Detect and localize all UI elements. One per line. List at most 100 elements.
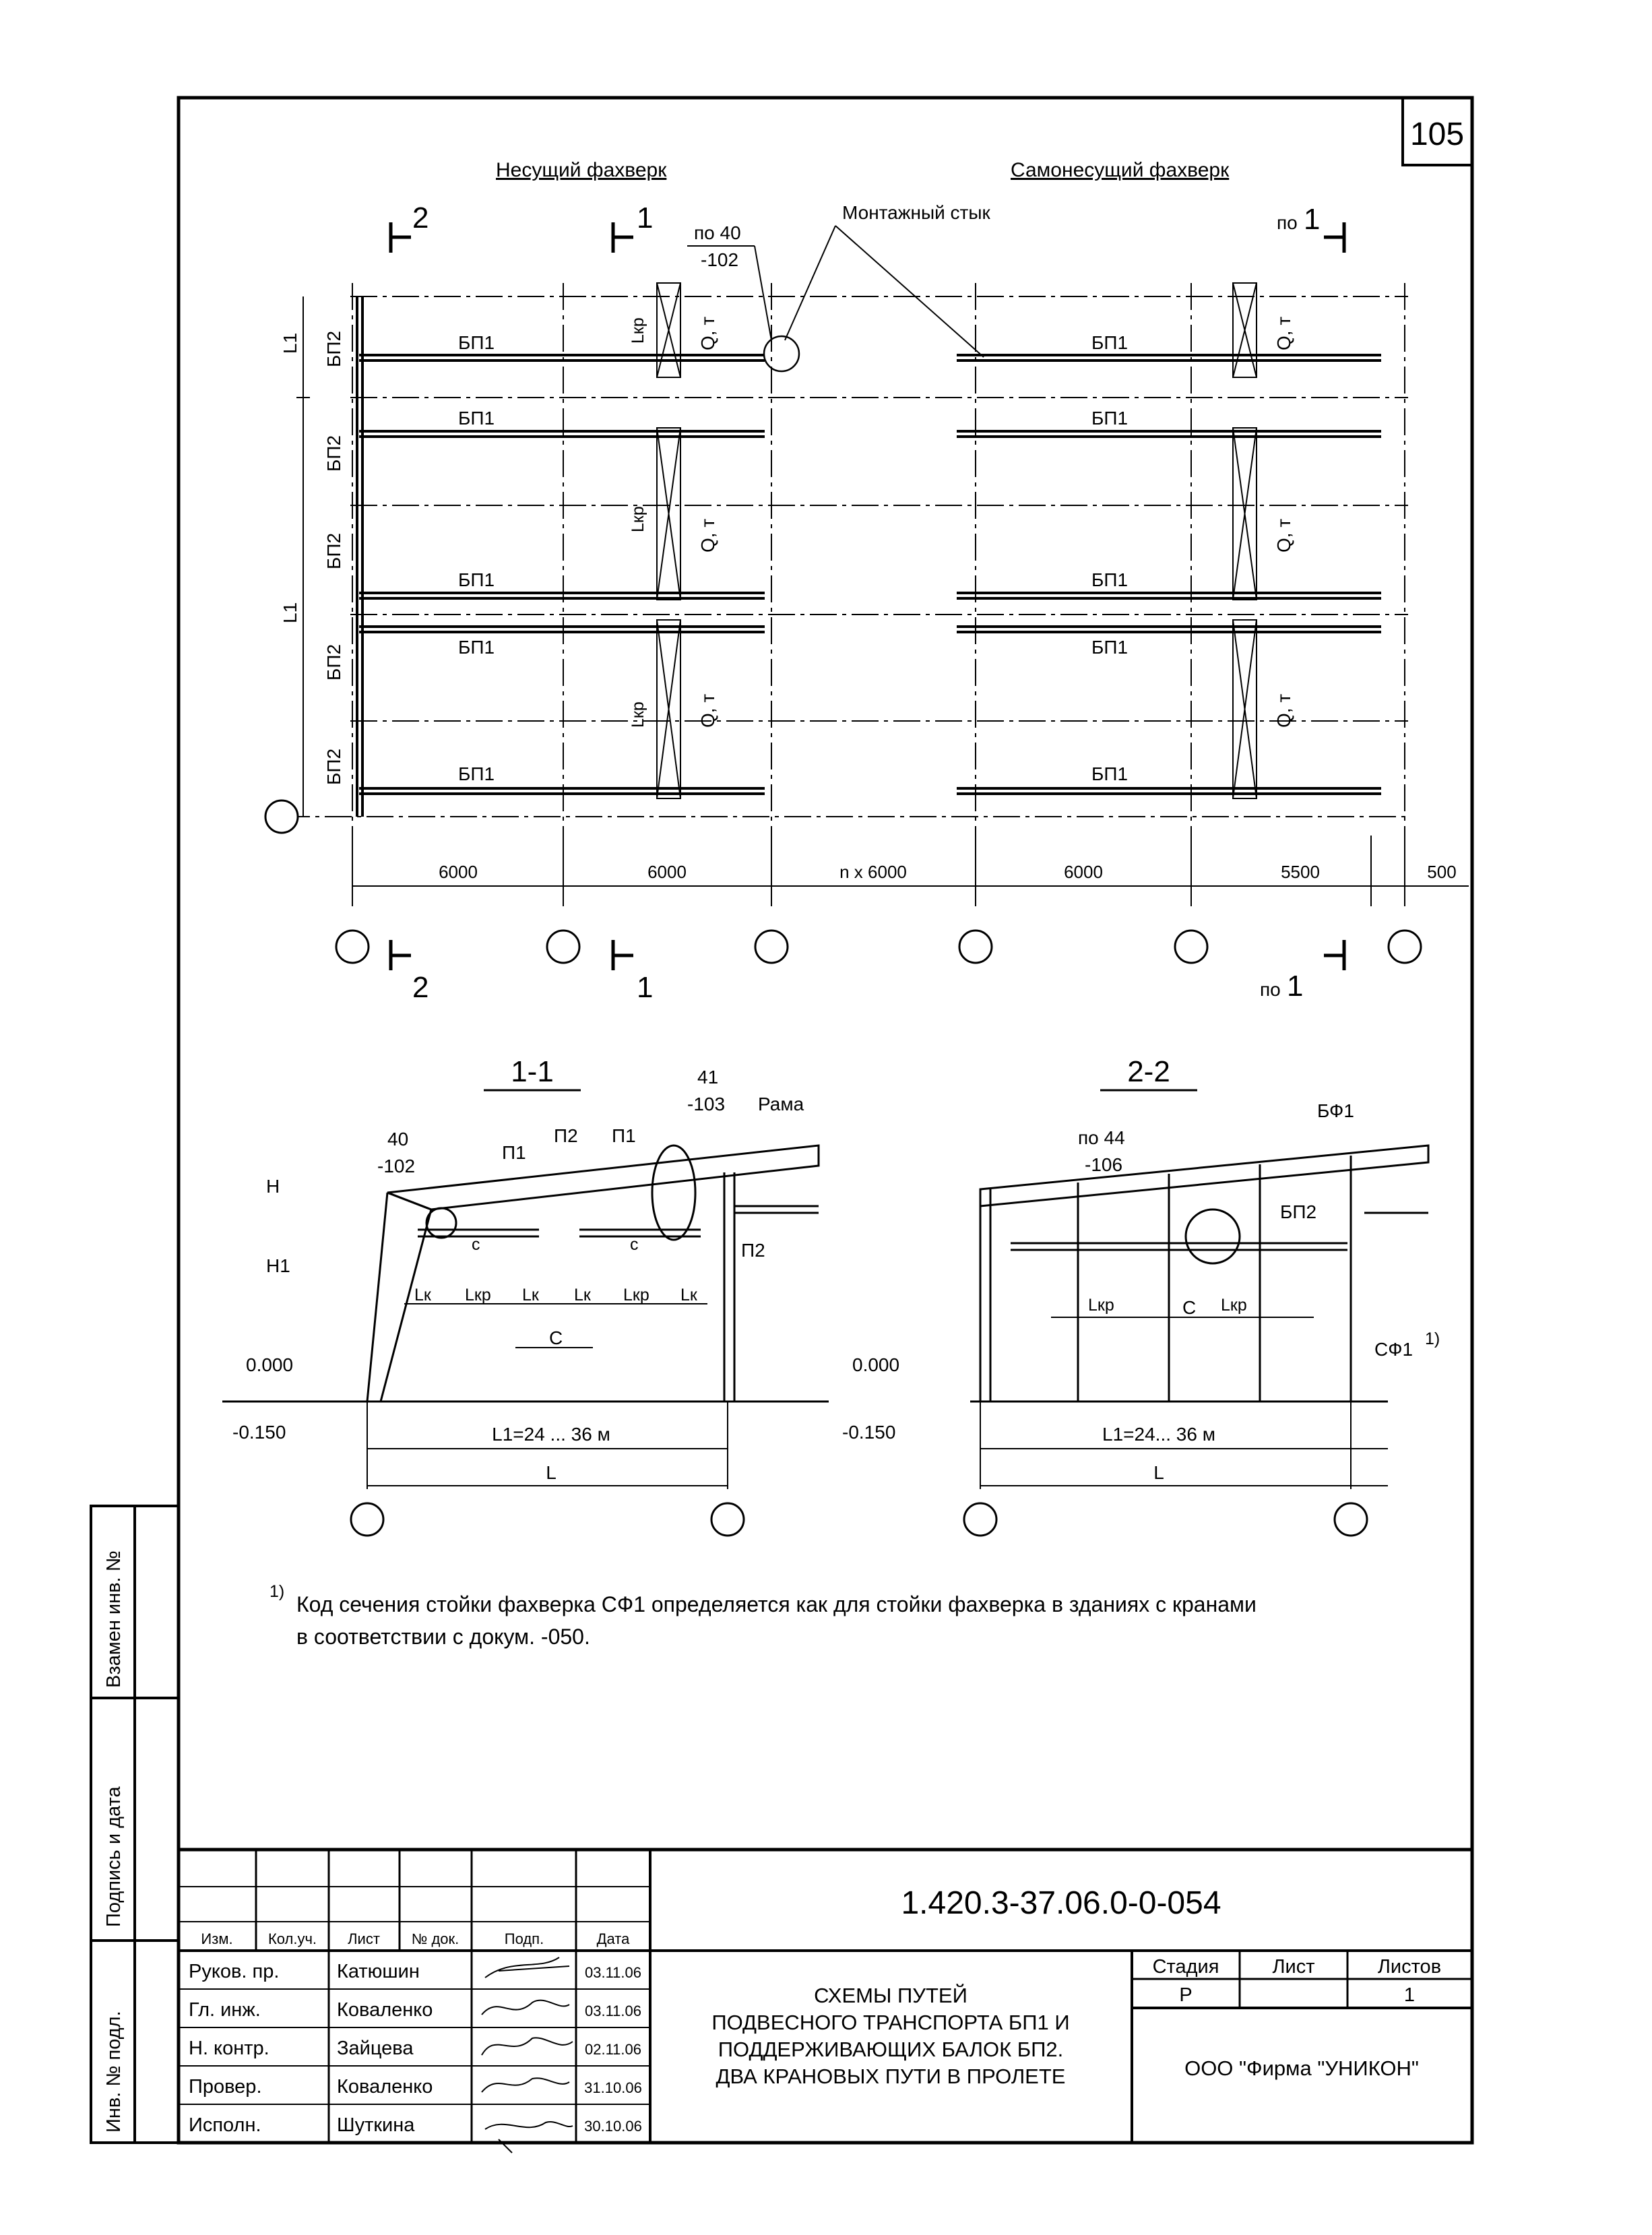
plan-load-label: Q, т: [1273, 317, 1294, 350]
plan-bp1-label: БП1: [458, 408, 495, 429]
sec11-span-l1: L1=24 ... 36 м: [492, 1424, 610, 1445]
plan-bp1-label: БП1: [1091, 569, 1128, 590]
plan-cut-label: 2: [412, 971, 428, 1004]
plan-cut-label: 1: [1304, 203, 1320, 236]
side-label-inv: Инв. № подл.: [103, 2011, 125, 2133]
sec11-callout-a-num: 40: [387, 1129, 408, 1150]
plan-axis-bubbles: [264, 799, 1422, 964]
tb-row-role: Руков. пр.: [189, 1961, 279, 1982]
sec11-lk: Lк: [414, 1286, 432, 1304]
plan-title-right: Самонесущий фахверк: [1011, 159, 1230, 181]
sec11-lk: Lк: [522, 1286, 540, 1304]
callout-top-num: по 40: [694, 222, 741, 243]
plan-span-l1: L1: [280, 333, 300, 354]
sec11-callout-b-ref: -103: [687, 1094, 725, 1114]
tb-header-doc: № док.: [412, 1930, 459, 1947]
plan-lkr-label: Lкр: [629, 506, 647, 532]
sec11-h: H: [266, 1176, 280, 1197]
side-label-podpis: Подпись и дата: [103, 1786, 125, 1927]
tb-row-role: Исполн.: [189, 2114, 261, 2136]
plan-load-label: Q, т: [697, 694, 718, 728]
tb-row-date: 03.11.06: [585, 1964, 641, 1981]
tb-row-name: Коваленко: [337, 1999, 433, 2021]
section-1-1-title: 1-1: [511, 1055, 554, 1088]
plan-axis-lines: [283, 283, 1408, 896]
tb-company: ООО "Фирма "УНИКОН": [1184, 2056, 1419, 2080]
tb-header-kol: Кол.уч.: [268, 1930, 317, 1947]
plan-left-dim: [296, 296, 310, 817]
sec22-lkr: Lкр: [1221, 1296, 1247, 1315]
sec22-callout-ref: -106: [1085, 1154, 1122, 1175]
plan-dim-1: 6000: [439, 862, 478, 882]
tb-desc-line: ПОДВЕСНОГО ТРАНСПОРТА БП1 И: [711, 2011, 1069, 2034]
callout-leaders: [687, 225, 984, 358]
plan-title-left: Несущий фахверк: [496, 159, 667, 181]
plan-bp1-label: БП1: [458, 332, 495, 353]
sec22-bf1: БФ1: [1317, 1100, 1354, 1121]
plan-bp2-label: БП2: [323, 749, 344, 785]
plan-dim-5: 5500: [1281, 862, 1320, 882]
sec11-c-small: c: [630, 1235, 639, 1254]
sec11-span-l: L: [546, 1462, 557, 1483]
tb-row-date: 02.11.06: [585, 2041, 641, 2058]
tb-row-date: 30.10.06: [584, 2118, 642, 2135]
plan-lkr-label: Lкр: [629, 701, 647, 728]
sec11-dims: [367, 1303, 728, 1489]
plan-cut-label: по: [1260, 979, 1281, 1000]
sec11-callout-b-num: 41: [697, 1067, 718, 1088]
sec11-level-0: 0.000: [246, 1354, 293, 1375]
plan-cut-label: 2: [412, 201, 428, 234]
sec11-lk: Lк: [680, 1286, 698, 1304]
tb-row-name: Зайцева: [337, 2038, 414, 2059]
note-marker: 1): [269, 1582, 284, 1601]
plan-span-l1: L1: [280, 602, 300, 623]
plan-bp2-label: БП2: [323, 533, 344, 569]
section-2-2-title: 2-2: [1127, 1055, 1170, 1088]
plan-dim-6: 500: [1427, 862, 1456, 882]
tb-header-list: Лист: [348, 1930, 380, 1947]
sec11-frame-label: Рама: [758, 1094, 804, 1114]
tb-desc-line: ДВА КРАНОВЫХ ПУТИ В ПРОЛЕТЕ: [716, 2065, 1066, 2088]
sheet-number-box: [1401, 96, 1473, 166]
tb-sheet-label: Лист: [1272, 1956, 1314, 1978]
plan-load-label: Q, т: [1273, 519, 1294, 553]
tb-row-date: 03.11.06: [585, 2003, 641, 2019]
plan-cut-label: по: [1277, 212, 1298, 233]
plan-lkr-label: Lкр: [629, 317, 647, 344]
plan-beams: [356, 296, 1381, 817]
sec11-lk: Lк: [574, 1286, 592, 1304]
plan-dimension-line: [352, 836, 1469, 906]
plan-crane-bridges: [656, 282, 1257, 799]
sec11-p1: П1: [612, 1125, 636, 1146]
plan-bp1-label: БП1: [1091, 763, 1128, 784]
signature-marks: [481, 1957, 573, 2153]
sec11-level-m: -0.150: [232, 1422, 286, 1443]
tb-header-date: Дата: [597, 1930, 630, 1947]
sheet-number: 105: [1410, 117, 1464, 152]
sec22-level-m: -0.150: [842, 1422, 895, 1443]
sec22-callout-num: по 44: [1078, 1127, 1125, 1148]
mount-joint-label: Монтажный стык: [842, 202, 990, 223]
sec11-lkr: Lкр: [623, 1286, 649, 1304]
tb-desc-line: ПОДДЕРЖИВАЮЩИХ БАЛОК БП2.: [718, 2038, 1064, 2061]
sec22-span-l: L: [1153, 1462, 1164, 1483]
plan-cut-markers: [389, 222, 1346, 970]
sec11-callout-a-ref: -102: [377, 1156, 415, 1176]
tb-header-izm: Изм.: [201, 1930, 232, 1947]
plan-bp1-label: БП1: [458, 637, 495, 658]
tb-row-role: Н. контр.: [189, 2038, 269, 2059]
tb-row-role: Гл. инж.: [189, 1999, 261, 2021]
sec11-p1: П1: [502, 1142, 526, 1163]
tb-sheets-value: 1: [1404, 1984, 1415, 2006]
sheet-frame: [177, 96, 1474, 2145]
tb-stage-label: Стадия: [1153, 1956, 1219, 1978]
plan-dim-4: 6000: [1064, 862, 1103, 882]
sec22-level-0: 0.000: [852, 1354, 899, 1375]
plan-bp1-label: БП1: [1091, 332, 1128, 353]
tb-desc-line: СХЕМЫ ПУТЕЙ: [814, 1983, 967, 2007]
plan-bp1-label: БП1: [458, 763, 495, 784]
section-1-1-frame: [222, 1144, 829, 1403]
sec11-c-small: c: [472, 1235, 480, 1254]
plan-bp1-label: БП1: [1091, 637, 1128, 658]
plan-dim-2: 6000: [647, 862, 687, 882]
